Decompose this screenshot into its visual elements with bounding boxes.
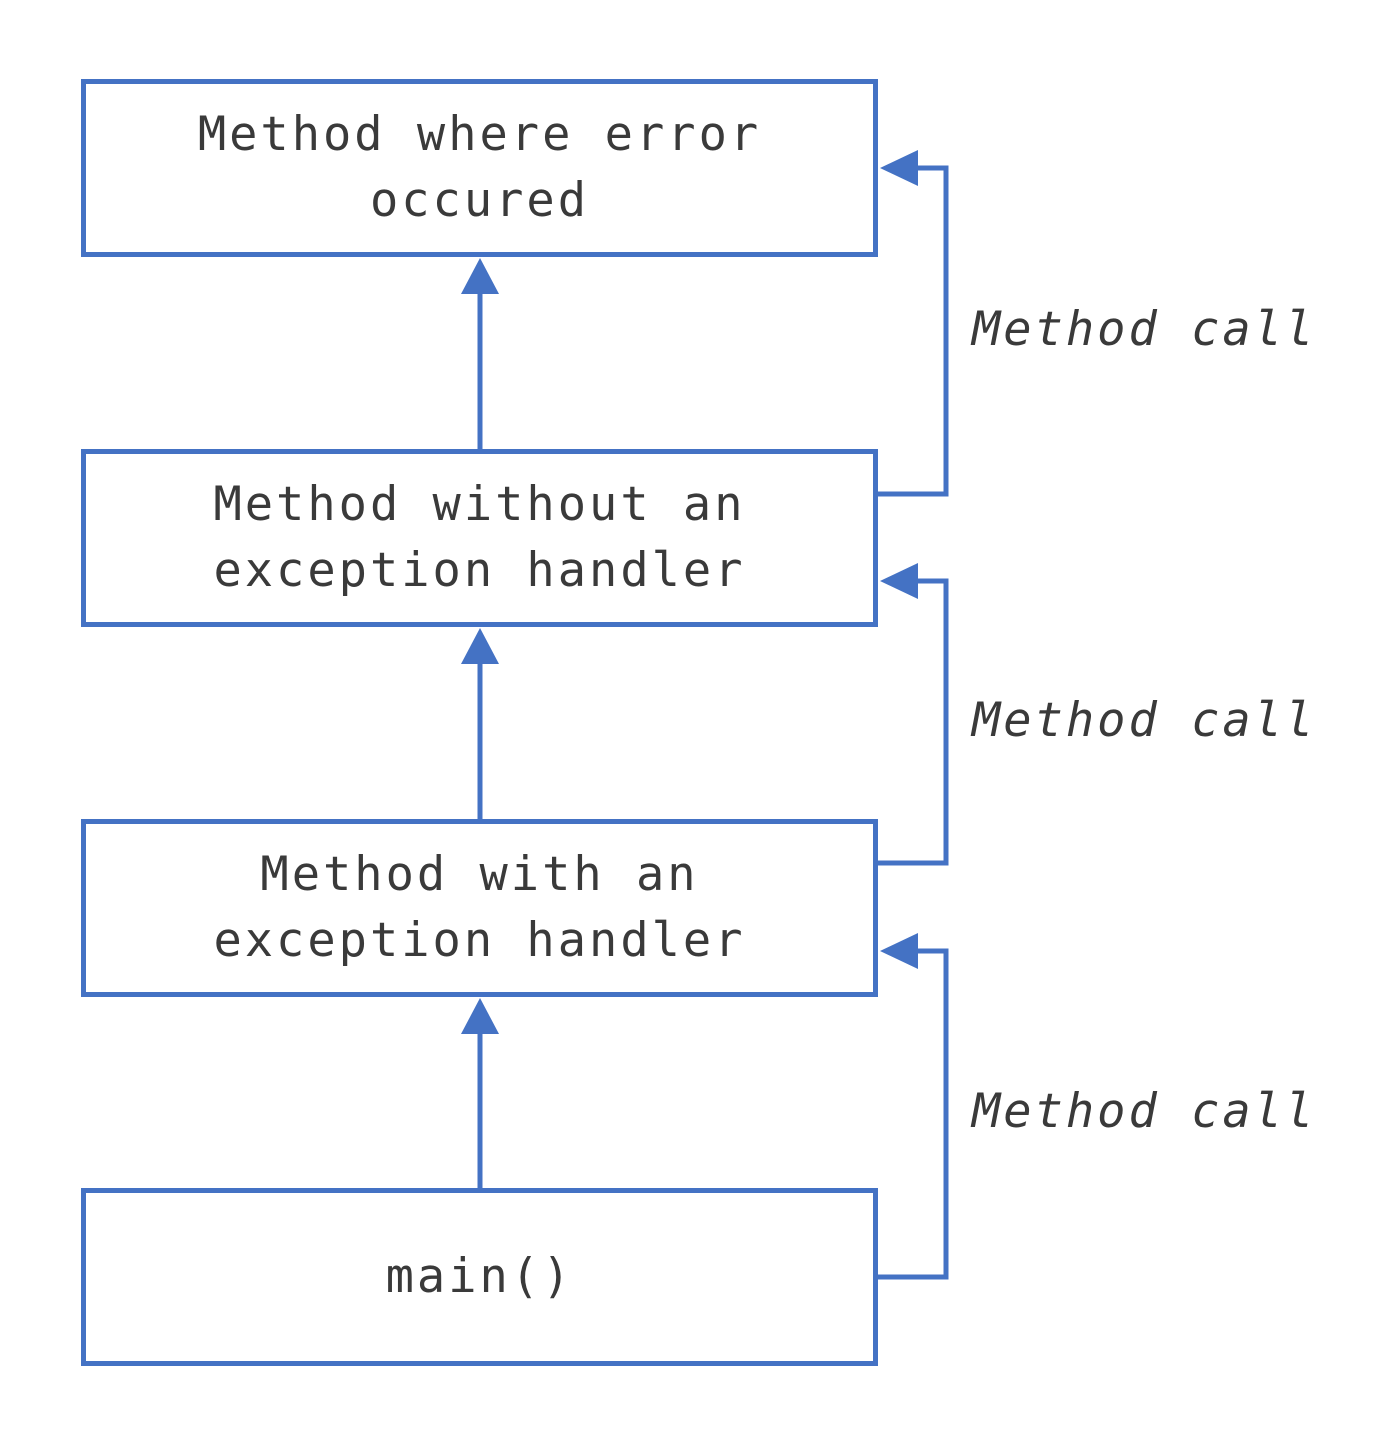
error-method-box: Method where error occured: [81, 79, 878, 257]
main-method-label: main(): [385, 1249, 574, 1304]
method-with-handler-label: Method with an exception handler: [213, 847, 746, 968]
method-call-label-1: Method call: [972, 302, 1317, 357]
method-call-arrow-1: [875, 150, 949, 497]
method-without-handler-box: Method without an exception handler: [81, 449, 878, 627]
method-call-arrow-2: [875, 563, 949, 866]
error-method-label: Method where error occured: [197, 107, 762, 228]
method-call-label-3: Method call: [972, 1084, 1317, 1139]
propagation-arrow-1: [461, 258, 499, 450]
propagation-arrow-2: [461, 628, 499, 820]
method-call-arrow-3: [875, 933, 949, 1280]
method-call-label-2: Method call: [972, 693, 1317, 748]
method-without-handler-label: Method without an exception handler: [213, 477, 746, 598]
main-method-box: main(): [81, 1188, 878, 1366]
method-with-handler-box: Method with an exception handler: [81, 819, 878, 997]
propagation-arrow-3: [461, 998, 499, 1189]
